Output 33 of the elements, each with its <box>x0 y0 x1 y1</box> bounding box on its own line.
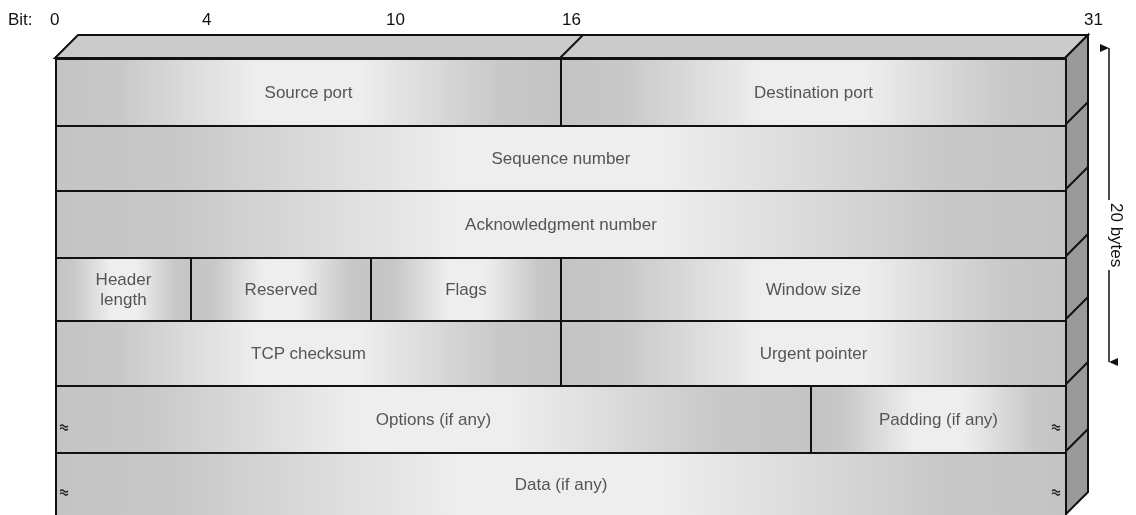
field-name: Destination port <box>753 82 874 103</box>
field-box <box>55 257 192 322</box>
field-box <box>55 320 562 387</box>
field-box <box>55 125 1067 192</box>
field-box <box>560 58 1067 127</box>
field-box <box>560 257 1067 322</box>
field-box <box>55 190 1067 259</box>
bit-number: 16 <box>562 10 581 30</box>
field-box <box>55 385 812 454</box>
field-name: Padding (if any) <box>878 409 999 430</box>
field-name: Window size <box>765 279 862 300</box>
dimension-label: 20 bytes <box>1106 200 1126 271</box>
field-name: Flags <box>445 279 487 300</box>
field-name: Data (if any) <box>514 474 608 495</box>
field-box <box>810 385 1067 454</box>
bit-number: 0 <box>50 10 60 30</box>
field-box <box>55 58 562 127</box>
field-name: Header length <box>94 269 153 310</box>
field-box <box>370 257 562 322</box>
field-name: Urgent pointer <box>759 343 868 364</box>
field-name: Reserved <box>244 279 318 300</box>
bit-number: 31 <box>1084 10 1103 30</box>
bit-label: Bit: <box>8 10 33 30</box>
field-name: Source port <box>264 82 353 103</box>
field-box <box>560 320 1067 387</box>
field-box <box>55 452 1067 515</box>
field-name: Acknowledgment number <box>465 214 657 235</box>
field-name: Options (if any) <box>375 409 492 430</box>
field-name: Sequence number <box>491 148 631 169</box>
bit-number: 4 <box>202 10 212 30</box>
field-name: TCP checksum <box>251 343 366 364</box>
field-box <box>190 257 372 322</box>
bit-number: 10 <box>386 10 405 30</box>
